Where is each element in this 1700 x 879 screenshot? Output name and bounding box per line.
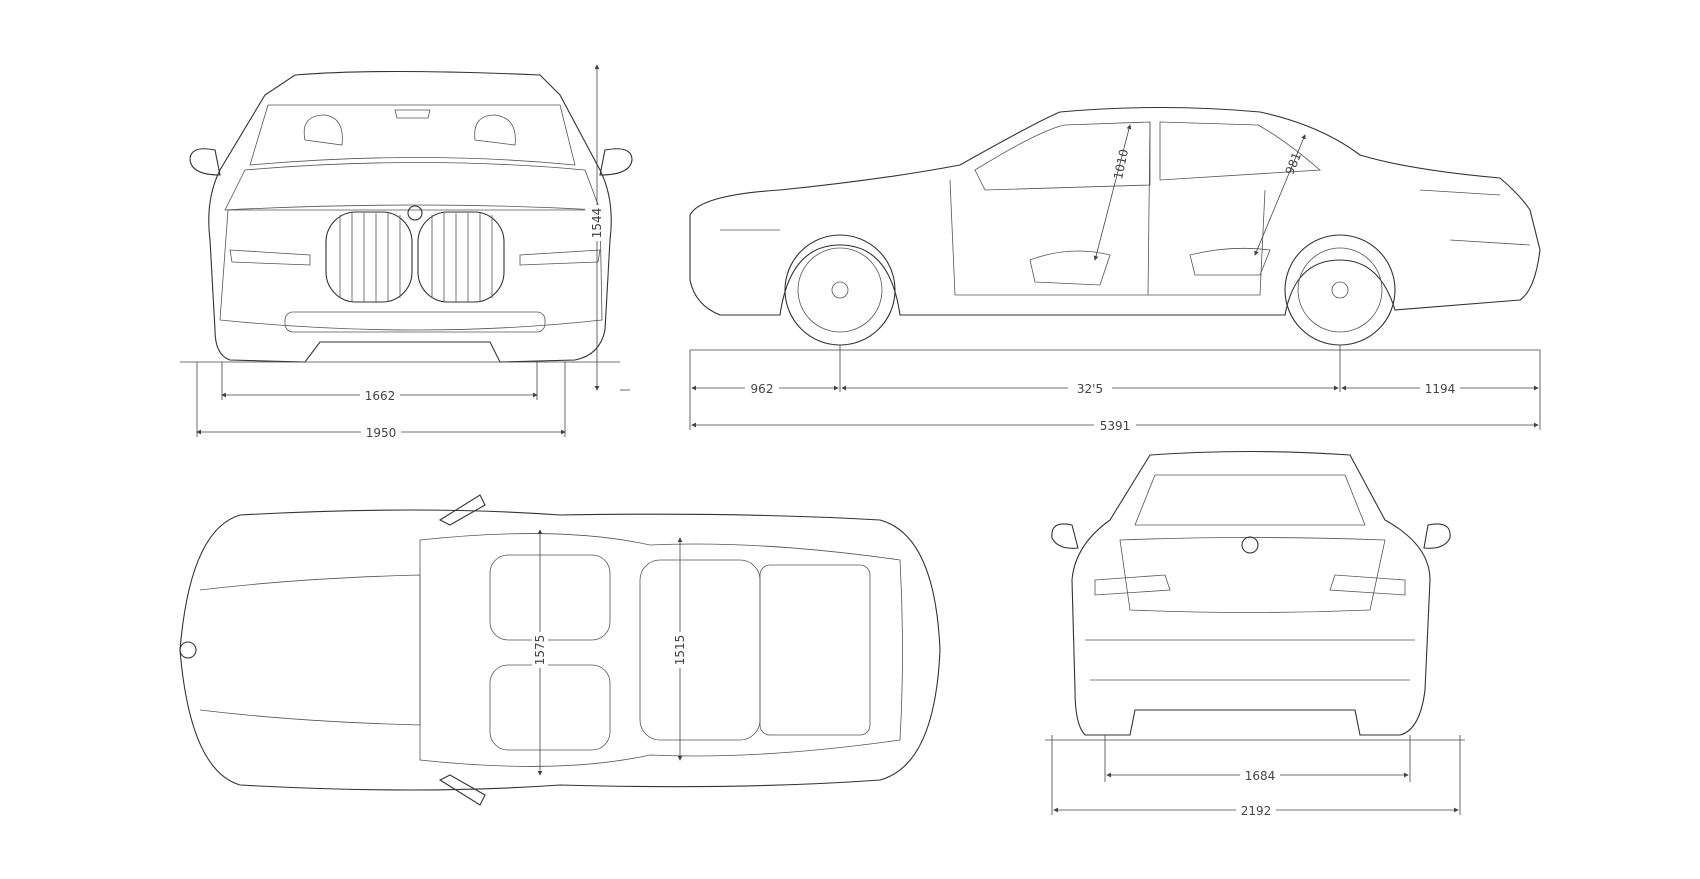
label-rear-shoulder-width: 1515 [673, 635, 687, 666]
rear-view [1051, 450, 1451, 736]
front-view [189, 70, 633, 363]
dimension-labels: 1544 1662 1950 962 32'5 1194 5391 1010 9… [360, 148, 1460, 818]
label-overall-width-mirrors: 2192 [1241, 804, 1272, 818]
label-front-overhang: 962 [751, 382, 774, 396]
label-wheelbase: 32'5 [1077, 382, 1103, 396]
label-overall-length: 5391 [1100, 419, 1131, 433]
label-front-shoulder-width: 1575 [533, 635, 547, 666]
top-view [179, 494, 941, 806]
label-front-headroom: 1010 [1111, 148, 1131, 181]
label-rear-overhang: 1194 [1425, 382, 1456, 396]
label-front-width: 1950 [366, 426, 397, 440]
label-front-height: 1544 [590, 208, 604, 239]
label-rear-track: 1684 [1245, 769, 1276, 783]
label-front-track: 1662 [365, 389, 396, 403]
side-view [689, 106, 1541, 346]
label-rear-headroom: 981 [1283, 150, 1305, 176]
